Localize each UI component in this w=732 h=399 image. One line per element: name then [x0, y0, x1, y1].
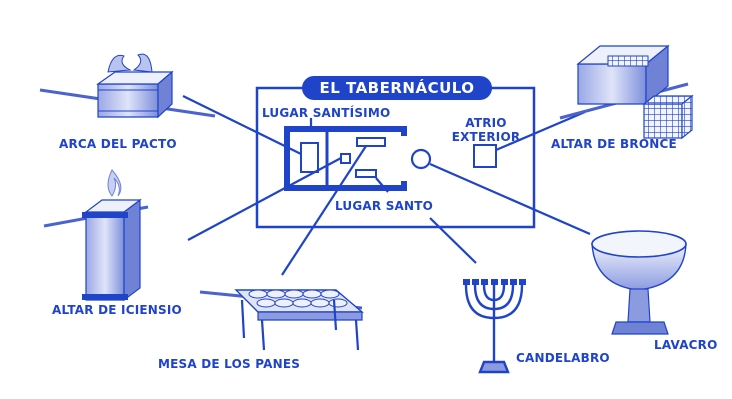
zone-label-outer-court: ATRIO EXTERIOR [444, 117, 528, 143]
connector-table [281, 145, 367, 276]
ark-illustration [39, 53, 216, 119]
laver-marker [410, 148, 432, 170]
connector-incense [187, 157, 342, 241]
incense-altar-illustration [43, 169, 149, 302]
bronze-altar-marker [473, 144, 497, 168]
laver-illustration [591, 230, 687, 335]
zone-label-holy-place: LUGAR SANTO [335, 199, 434, 213]
ark-marker [300, 142, 319, 173]
menorah-illustration [463, 279, 526, 374]
item-label-incense-altar: ALTAR DE ICIENSIO [52, 303, 182, 317]
menorah-marker [356, 137, 386, 147]
connector-menorah [429, 217, 477, 264]
zone-label-outer-court-line2: EXTERIOR [451, 130, 521, 144]
item-label-menorah: CANDELABRO [516, 351, 610, 365]
showbread-table-illustration [199, 289, 364, 351]
bronze-altar-illustration [559, 44, 694, 140]
zone-label-holy-of-holies: LUGAR SANTÍSIMO [262, 106, 391, 120]
connector-bronze [495, 110, 586, 152]
item-label-bronze-altar: ALTAR DE BRONCE [551, 137, 677, 151]
table-marker [355, 169, 377, 178]
item-label-ark: ARCA DEL PACTO [59, 137, 177, 151]
item-label-laver: LAVACRO [654, 338, 718, 352]
item-label-showbread-table: MESA DE LOS PANES [158, 357, 301, 371]
sanctuary-outline [284, 126, 407, 191]
zone-label-outer-court-line1: ATRIO [465, 116, 507, 130]
diagram-title: EL TABERNÁCULO [302, 76, 492, 100]
incense-altar-marker [340, 153, 351, 164]
connector-ark [182, 95, 302, 155]
connector-laver [429, 162, 591, 236]
connector-holy-place [375, 177, 389, 193]
connector-lines [182, 95, 591, 276]
